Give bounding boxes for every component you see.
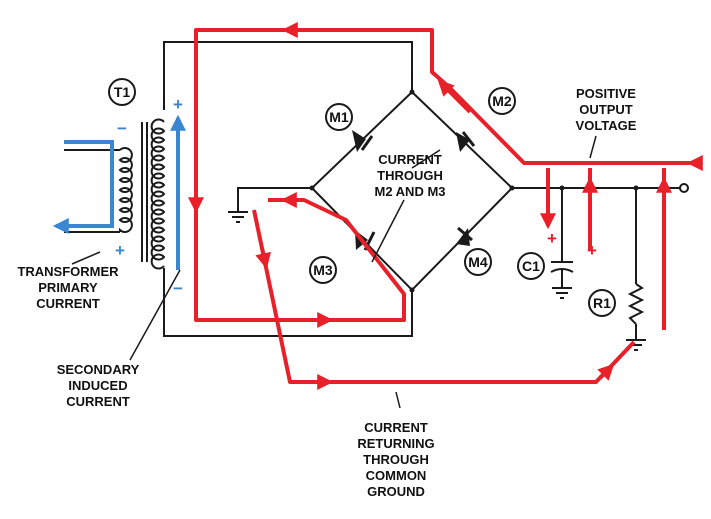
- m1-label: M1: [329, 109, 349, 125]
- label-pointers: [71, 135, 597, 409]
- m3-label: M3: [313, 262, 333, 278]
- svg-text:COMMON: COMMON: [366, 468, 427, 483]
- svg-text:GROUND: GROUND: [367, 484, 425, 499]
- svg-text:SECONDARY: SECONDARY: [57, 362, 140, 377]
- current-path-m2: [194, 28, 698, 322]
- m2-label: M2: [492, 93, 512, 109]
- t1-label: T1: [114, 84, 131, 100]
- svg-text:THROUGH: THROUGH: [363, 452, 429, 467]
- secondary-plus: +: [173, 95, 183, 114]
- label-secondary-induced: SECONDARY INDUCED CURRENT: [57, 362, 140, 409]
- ground-symbol-left: [228, 211, 248, 223]
- diode-m4: M4: [456, 226, 492, 276]
- svg-text:INDUCED: INDUCED: [68, 378, 127, 393]
- primary-coil: [118, 147, 133, 233]
- diode-m2: M2: [456, 87, 516, 152]
- diode-m3: M3: [309, 230, 376, 284]
- diode-m1: M1: [325, 103, 374, 152]
- capacitor-c1: C1: [517, 252, 574, 299]
- svg-text:TRANSFORMER: TRANSFORMER: [17, 264, 119, 279]
- svg-text:THROUGH: THROUGH: [377, 168, 443, 183]
- c1-label: C1: [522, 258, 540, 274]
- label-current-through: CURRENT THROUGH M2 AND M3: [374, 152, 445, 199]
- svg-text:RETURNING: RETURNING: [357, 436, 434, 451]
- transformer-t1: T1: [64, 78, 166, 270]
- svg-text:PRIMARY: PRIMARY: [38, 280, 98, 295]
- svg-text:CURRENT: CURRENT: [364, 420, 428, 435]
- junction-dots: [309, 89, 639, 293]
- svg-text:M2 AND M3: M2 AND M3: [374, 184, 445, 199]
- secondary-minus: −: [173, 279, 183, 298]
- label-positive-output: POSITIVE OUTPUT VOLTAGE: [576, 86, 637, 133]
- label-transformer-primary: TRANSFORMER PRIMARY CURRENT: [17, 264, 119, 311]
- current-flow-paths: [188, 22, 703, 390]
- label-current-returning: CURRENT RETURNING THROUGH COMMON GROUND: [357, 420, 434, 499]
- svg-text:CURRENT: CURRENT: [66, 394, 130, 409]
- svg-text:OUTPUT: OUTPUT: [579, 102, 633, 117]
- svg-text:CURRENT: CURRENT: [36, 296, 100, 311]
- svg-text:CURRENT: CURRENT: [378, 152, 442, 167]
- resistor-r1: R1: [588, 283, 646, 351]
- cap-plus-sign: +: [547, 229, 557, 248]
- induced-current-paths: [52, 114, 186, 270]
- secondary-coil: [150, 118, 166, 270]
- primary-minus: −: [117, 119, 127, 138]
- m4-label: M4: [468, 254, 488, 270]
- output-plus-sign: +: [587, 241, 597, 260]
- svg-text:POSITIVE: POSITIVE: [576, 86, 636, 101]
- primary-plus: +: [115, 241, 125, 260]
- output-terminal: [679, 183, 689, 193]
- current-path-return: [252, 209, 636, 384]
- r1-label: R1: [593, 295, 611, 311]
- svg-text:VOLTAGE: VOLTAGE: [576, 118, 637, 133]
